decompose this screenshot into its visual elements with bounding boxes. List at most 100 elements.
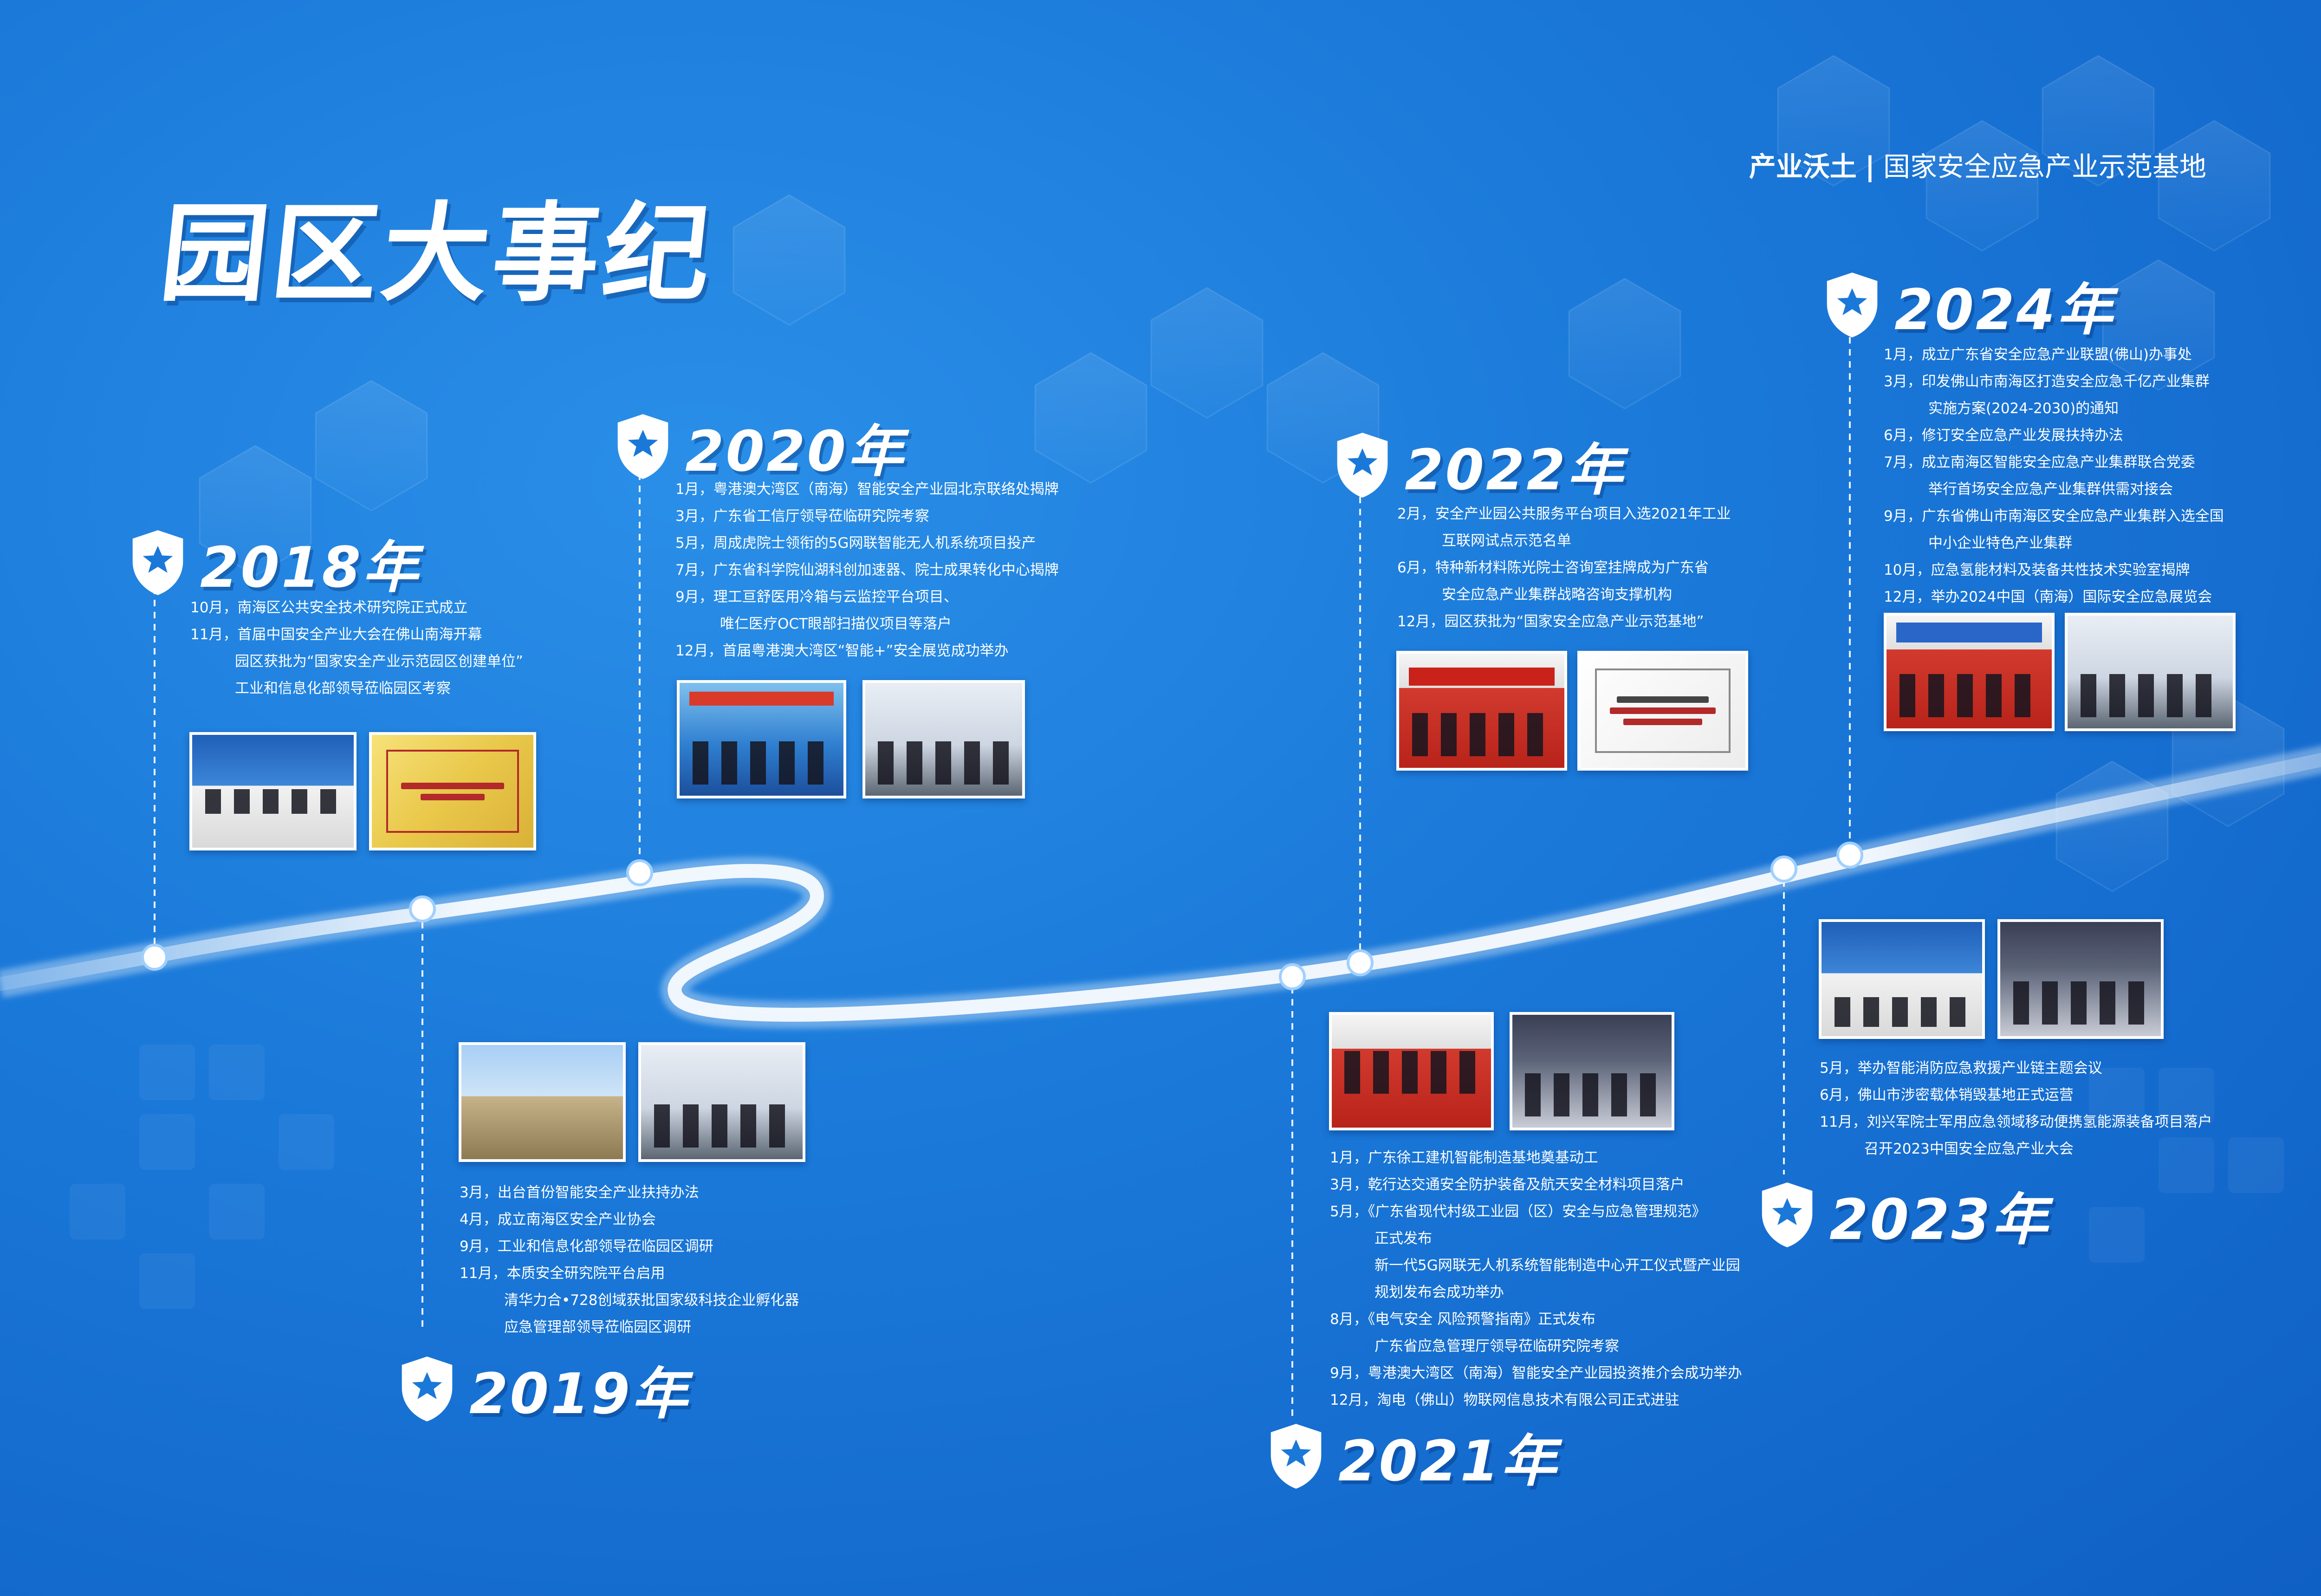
milestone-2021-heading: 2021年: [1266, 1416, 1558, 1497]
shield-star-icon: [617, 414, 668, 479]
event-item: 3月，乾行达交通安全防护装备及航天安全材料项目落户: [1330, 1176, 1685, 1193]
photo-2023-conference: [1819, 919, 1985, 1039]
shield-star-icon: [1271, 1424, 1322, 1489]
year-label: 2019年: [469, 1362, 689, 1427]
photo-2018-plaque: [369, 732, 536, 850]
event-item: 工业和信息化部领导莅临园区考察: [235, 680, 451, 697]
milestone-2021-events: 1月，广东徐工建机智能制造基地奠基动工 3月，乾行达交通安全防护装备及航天安全材…: [1330, 1144, 1742, 1414]
photo-2020-exhibition: [862, 680, 1025, 798]
event-item: 实施方案(2024-2030)的通知: [1928, 400, 2119, 417]
timeline-path: [0, 753, 2321, 1022]
event-item: 召开2023中国安全应急产业大会: [1864, 1141, 2074, 1157]
event-item: 6月，佛山市涉密载体销毁基地正式运营: [1820, 1087, 2074, 1103]
tagline-strong: 产业沃土: [1749, 151, 1857, 182]
timeline-node-2019: [409, 895, 436, 922]
timeline-node-2022: [1347, 949, 1374, 976]
event-item: 安全应急产业集群战略咨询支撑机构: [1442, 586, 1672, 603]
event-item: 3月，广东省工信厅领导莅临研究院考察: [675, 508, 929, 525]
shield-star-icon: [1337, 433, 1388, 498]
event-item: 4月，成立南海区安全产业协会: [460, 1211, 656, 1228]
event-item: 园区获批为“国家安全产业示范园区创建单位”: [235, 653, 524, 670]
timeline-node-2024: [1836, 842, 1863, 869]
event-item: 12月，园区获批为“国家安全应急产业示范基地”: [1397, 613, 1704, 630]
year-label: 2020年: [685, 420, 905, 484]
photo-2019-visit: [638, 1042, 805, 1162]
event-item: 5月，举办智能消防应急救援产业链主题会议: [1820, 1060, 2102, 1077]
event-item: 规划发布会成功举办: [1374, 1284, 1504, 1301]
timeline-node-2020: [626, 859, 653, 886]
milestone-2020-heading: 2020年: [613, 406, 905, 487]
event-item: 9月，粤港澳大湾区（南海）智能安全产业园投资推介会成功举办: [1330, 1365, 1742, 1382]
event-item: 唯仁医疗OCT眼部扫描仪项目等落户: [720, 616, 952, 632]
year-label: 2023年: [1829, 1188, 2049, 1252]
event-item: 7月，成立南海区智能安全应急产业集群联合党委: [1884, 454, 2195, 471]
event-item: 举行首场安全应急产业集群供需对接会: [1928, 481, 2173, 498]
milestone-2024-events: 1月，成立广东省安全应急产业联盟(佛山)办事处 3月，印发佛山市南海区打造安全应…: [1884, 341, 2224, 610]
shield-star-icon: [132, 530, 183, 595]
event-item: 中小企业特色产业集群: [1928, 535, 2072, 551]
event-item: 7月，广东省科学院仙湖科创加速器、院士成果转化中心揭牌: [675, 562, 1059, 578]
year-label: 2021年: [1338, 1429, 1558, 1494]
milestone-2022-events: 2月，安全产业园公共服务平台项目入选2021年工业 互联网试点示范名单 6月，特…: [1397, 500, 1731, 635]
milestone-2020-events: 1月，粤港澳大湾区（南海）智能安全产业园北京联络处揭牌 3月，广东省工信厅领导莅…: [675, 476, 1059, 664]
event-item: 8月，《电气安全 风险预警指南》正式发布: [1330, 1311, 1596, 1328]
event-item: 1月，广东徐工建机智能制造基地奠基动工: [1330, 1149, 1598, 1166]
shield-star-icon: [1762, 1182, 1813, 1247]
event-item: 1月，粤港澳大湾区（南海）智能安全产业园北京联络处揭牌: [675, 481, 1059, 498]
event-item: 1月，成立广东省安全应急产业联盟(佛山)办事处: [1884, 346, 2192, 363]
year-label: 2022年: [1405, 438, 1625, 503]
event-item: 10月，南海区公共安全技术研究院正式成立: [190, 599, 468, 616]
event-item: 9月，工业和信息化部领导莅临园区调研: [460, 1238, 713, 1255]
event-item: 11月，首届中国安全产业大会在佛山南海开幕: [190, 626, 482, 643]
event-item: 应急管理部领导莅临园区调研: [504, 1319, 691, 1336]
photo-2023-meeting: [1997, 919, 2164, 1039]
event-item: 9月，广东省佛山市南海区安全应急产业集群入选全国: [1884, 508, 2224, 525]
photo-2019-building: [459, 1042, 626, 1162]
event-item: 3月，印发佛山市南海区打造安全应急千亿产业集群: [1884, 373, 2210, 390]
shield-star-icon: [1827, 272, 1878, 337]
event-item: 新一代5G网联无人机系统智能制造中心开工仪式暨产业园: [1374, 1257, 1740, 1274]
photo-2021-groundbreaking: [1329, 1012, 1494, 1130]
year-label: 2024年: [1894, 278, 2114, 343]
year-label: 2018年: [200, 536, 420, 600]
event-item: 6月，特种新材料陈光院士咨询室挂牌成为广东省: [1397, 559, 1709, 576]
tagline-separator: |: [1865, 151, 1875, 182]
timeline-node-2023: [1770, 856, 1797, 882]
event-item: 广东省应急管理厅领导莅临研究院考察: [1374, 1338, 1619, 1355]
photo-2024-ceremony: [1884, 613, 2055, 731]
milestone-2024-heading: 2024年: [1822, 265, 2114, 345]
event-item: 2月，安全产业园公共服务平台项目入选2021年工业: [1397, 506, 1731, 522]
event-item: 正式发布: [1374, 1230, 1432, 1247]
tagline-rest: 国家安全应急产业示范基地: [1883, 151, 2206, 182]
event-item: 12月，首届粤港澳大湾区“智能+”安全展览成功举办: [675, 642, 1009, 659]
event-item: 清华力合•728创域获批国家级科技企业孵化器: [504, 1292, 799, 1309]
photo-2021-conference: [1510, 1012, 1674, 1130]
milestone-2022-heading: 2022年: [1332, 425, 1625, 506]
photo-2022-plaque: [1577, 651, 1748, 771]
header-tagline: 产业沃土 | 国家安全应急产业示范基地: [1749, 145, 2206, 184]
event-item: 9月，理工亘舒医用冷箱与云监控平台项目、: [675, 589, 958, 605]
milestone-2019-heading: 2019年: [397, 1349, 689, 1429]
timeline-node-2021: [1279, 963, 1306, 990]
milestone-2018-heading: 2018年: [128, 522, 420, 603]
photo-2022-ceremony: [1396, 651, 1567, 771]
milestone-2019-events: 3月，出台首份智能安全产业扶持办法 4月，成立南海区安全产业协会 9月，工业和信…: [460, 1179, 799, 1341]
event-item: 6月，修订安全应急产业发展扶持办法: [1884, 427, 2123, 444]
shield-star-icon: [402, 1356, 453, 1421]
event-item: 11月，本质安全研究院平台启用: [460, 1265, 665, 1282]
event-item: 12月，举办2024中国（南海）国际安全应急展览会: [1884, 589, 2212, 605]
event-item: 10月，应急氢能材料及装备共性技术实验室揭牌: [1884, 562, 2190, 578]
timeline-node-2018: [141, 944, 168, 971]
event-item: 3月，出台首份智能安全产业扶持办法: [460, 1184, 699, 1201]
event-item: 11月，刘兴军院士军用应急领域移动便携氢能源装备项目落户: [1820, 1114, 2212, 1130]
photo-2020-ceremony: [677, 680, 846, 798]
photo-2018-conference: [189, 732, 357, 850]
milestone-2023-heading: 2023年: [1757, 1174, 2049, 1255]
milestone-2023-events: 5月，举办智能消防应急救援产业链主题会议 6月，佛山市涉密载体销毁基地正式运营 …: [1820, 1055, 2212, 1162]
event-item: 5月，《广东省现代村级工业园（区）安全与应急管理规范》: [1330, 1203, 1706, 1220]
photo-2024-exhibition: [2065, 613, 2236, 731]
event-item: 12月，淘电（佛山）物联网信息技术有限公司正式进驻: [1330, 1392, 1679, 1408]
event-item: 互联网试点示范名单: [1442, 532, 1571, 549]
event-item: 5月，周成虎院士领衔的5G网联智能无人机系统项目投产: [675, 535, 1036, 551]
